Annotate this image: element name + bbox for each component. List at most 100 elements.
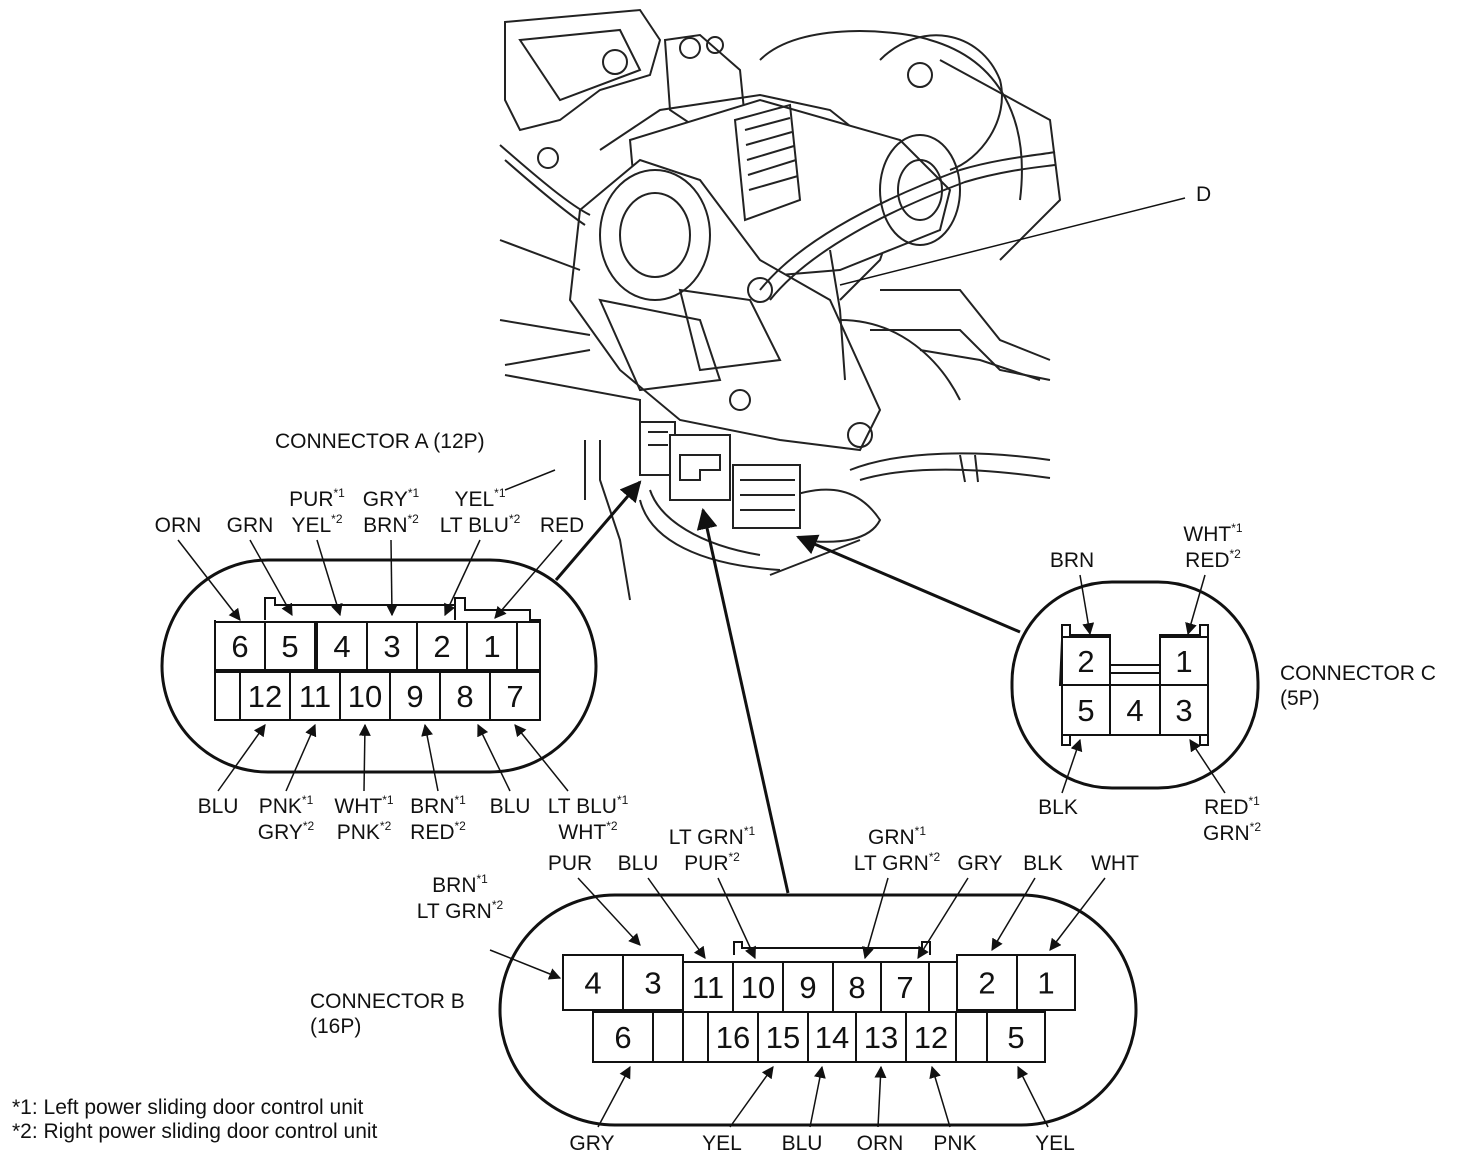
connector-b-pin-1: 1 [1037, 966, 1054, 1001]
connector-c-bottom-wire-2-line1: RED*1 [1204, 794, 1260, 819]
connector-a-bottom-wire-3-line1: WHT*1 [334, 793, 393, 818]
connector-b-pin-11-cell [682, 961, 734, 1013]
connector-c-pin-1-cell [1159, 636, 1209, 686]
connector-a-pin-5-cell [264, 621, 316, 671]
connector-a-pin-1: 1 [483, 629, 500, 664]
connector-b-pin-10: 10 [741, 970, 775, 1005]
connector-b-pin-7: 7 [896, 970, 913, 1005]
connector-b-top-wire-2: PUR [548, 852, 592, 875]
connector-b-top-leader-2 [577, 877, 641, 946]
connector-a-pointer [554, 480, 642, 581]
connector-b-top-leader-8 [1049, 877, 1106, 951]
connector-b-top-wire-1-line1: BRN*1 [432, 872, 488, 897]
connector-a-pin-4: 4 [333, 629, 350, 664]
connector-b-top-leader-4 [717, 877, 756, 960]
connector-a-pin-10-cell [339, 671, 391, 721]
connector-a-pin-12-cell [239, 671, 291, 721]
connector-b-bottom-wire-4: ORN [857, 1132, 904, 1155]
connector-a-top-wire-4-line2: BRN*2 [363, 512, 419, 537]
connector-c-pin-2: 2 [1077, 644, 1094, 679]
connector-c-top-wire-1: BRN [1050, 549, 1094, 572]
wire-leaders [177, 539, 1226, 1128]
connector-a-top-wire-2: GRN [227, 514, 274, 537]
pointer-arrows [554, 480, 1021, 894]
connector-c-bottom-leader-1 [1061, 738, 1083, 794]
connector-a-bottom-wire-5: BLU [490, 795, 531, 818]
connector-a-bottom-wire-4-line2: RED*2 [410, 819, 466, 844]
connector-a-top-leader-3 [316, 539, 343, 617]
connector-c-pin-1: 1 [1175, 644, 1192, 679]
connector-a-top-wire-3-line2: YEL*2 [291, 512, 342, 537]
connector-b-top-wire-8: WHT [1091, 852, 1139, 875]
connector-c-bottom-wire-1: BLK [1038, 796, 1078, 819]
connector-a-pin-8-cell [439, 671, 491, 721]
connector-b-bottom-wire-2: YEL [702, 1132, 742, 1155]
connector-b-bottom-wire-5: PNK [933, 1132, 976, 1155]
connector-c-pin-3-cell [1159, 684, 1209, 736]
connector-b-bottom-leader-1 [597, 1065, 631, 1128]
connector-c-pin-4: 4 [1126, 693, 1143, 728]
callout-d-leader [839, 197, 1186, 286]
connector-a-pin-11: 11 [299, 679, 331, 714]
connector-a-pin-7: 7 [506, 679, 523, 714]
connector-b-pin-3-cell [622, 954, 684, 1011]
connector-a-bottom-leader-3 [358, 723, 371, 792]
connector-b-pin-12: 12 [914, 1020, 948, 1055]
connector-a-pin-10: 10 [348, 679, 382, 714]
connector-b-pin-2-cell [956, 954, 1018, 1011]
connector-b-top-wire-6: GRY [957, 852, 1002, 875]
connector-a-title: CONNECTOR A (12P) [275, 430, 485, 453]
connector-c-title: CONNECTOR C [1280, 662, 1436, 685]
connector-b-pin-5: 5 [1007, 1020, 1024, 1055]
connector-a-pin-2: 2 [433, 629, 450, 664]
connector-a-pin-6: 6 [231, 629, 248, 664]
connector-b-bottom-leader-3 [809, 1065, 826, 1128]
connector-c-top-leader-2 [1185, 574, 1206, 636]
connector-b-top-leader-7 [991, 877, 1036, 952]
connector-a-bottom-wire-3-line2: PNK*2 [337, 819, 392, 844]
connector-c-top-wire-2-line2: RED*2 [1185, 547, 1241, 572]
connector-b-pin-12-cell [905, 1011, 957, 1063]
connector-b-pin-16: 16 [716, 1020, 750, 1055]
connector-c-bottom-wire-2-line2: GRN*2 [1203, 820, 1261, 845]
callout-d-label: D [1196, 183, 1211, 206]
connector-a-top-leader-1 [177, 539, 241, 621]
connector-b-pin-10-cell [732, 961, 784, 1013]
connector-b-bottom-wire-1: GRY [569, 1132, 614, 1155]
connector-a-top-leader-4 [385, 539, 398, 617]
connector-c-top-leader-1 [1079, 574, 1095, 636]
connector-b-pin-13: 13 [864, 1020, 898, 1055]
connector-a-top-wire-5-line2: LT BLU*2 [440, 512, 521, 537]
connector-b-pin-11: 11 [692, 970, 724, 1005]
connector-b-pointer [696, 507, 790, 894]
connector-b-title: CONNECTOR B [310, 990, 465, 1013]
connector-b-top-wire-1-line2: LT GRN*2 [417, 898, 504, 923]
connector-a-pin-4-cell [316, 621, 368, 671]
connector-b-pin-14: 14 [815, 1020, 849, 1055]
connector-a-top-wire-1: ORN [155, 514, 202, 537]
connector-b-top-wire-4-line1: LT GRN*1 [669, 824, 756, 849]
connector-b-top-leader-1 [489, 949, 562, 980]
connector-b-pin-3: 3 [644, 966, 661, 1001]
connector-a-bottom-leader-2 [285, 723, 317, 792]
connector-c-top-wire-2-line1: WHT*1 [1183, 521, 1242, 546]
connector-b-top-wire-3: BLU [618, 852, 659, 875]
connector-b-pin-4-cell [562, 954, 624, 1011]
connector-b-top-wire-5-line2: LT GRN*2 [854, 850, 941, 875]
connector-a-bottom-leader-5 [477, 723, 511, 792]
connector-c-pointer [796, 534, 1021, 634]
connector-b-bottom-leader-6 [1017, 1065, 1049, 1128]
connector-a-pin-12: 12 [248, 679, 282, 714]
connector-a-pin-9: 9 [406, 679, 423, 714]
connector-b-top-leader-6 [917, 877, 969, 960]
connector-c-pin-5-cell [1061, 684, 1111, 736]
connector-a-bottom-leader-6 [514, 724, 569, 792]
door-actuator-illustration [499, 8, 1062, 601]
connector-a-bottom-wire-4-line1: BRN*1 [410, 793, 466, 818]
connector-b-pin-6-cell [592, 1011, 654, 1063]
connector-b-pin-5-cell [986, 1011, 1046, 1063]
